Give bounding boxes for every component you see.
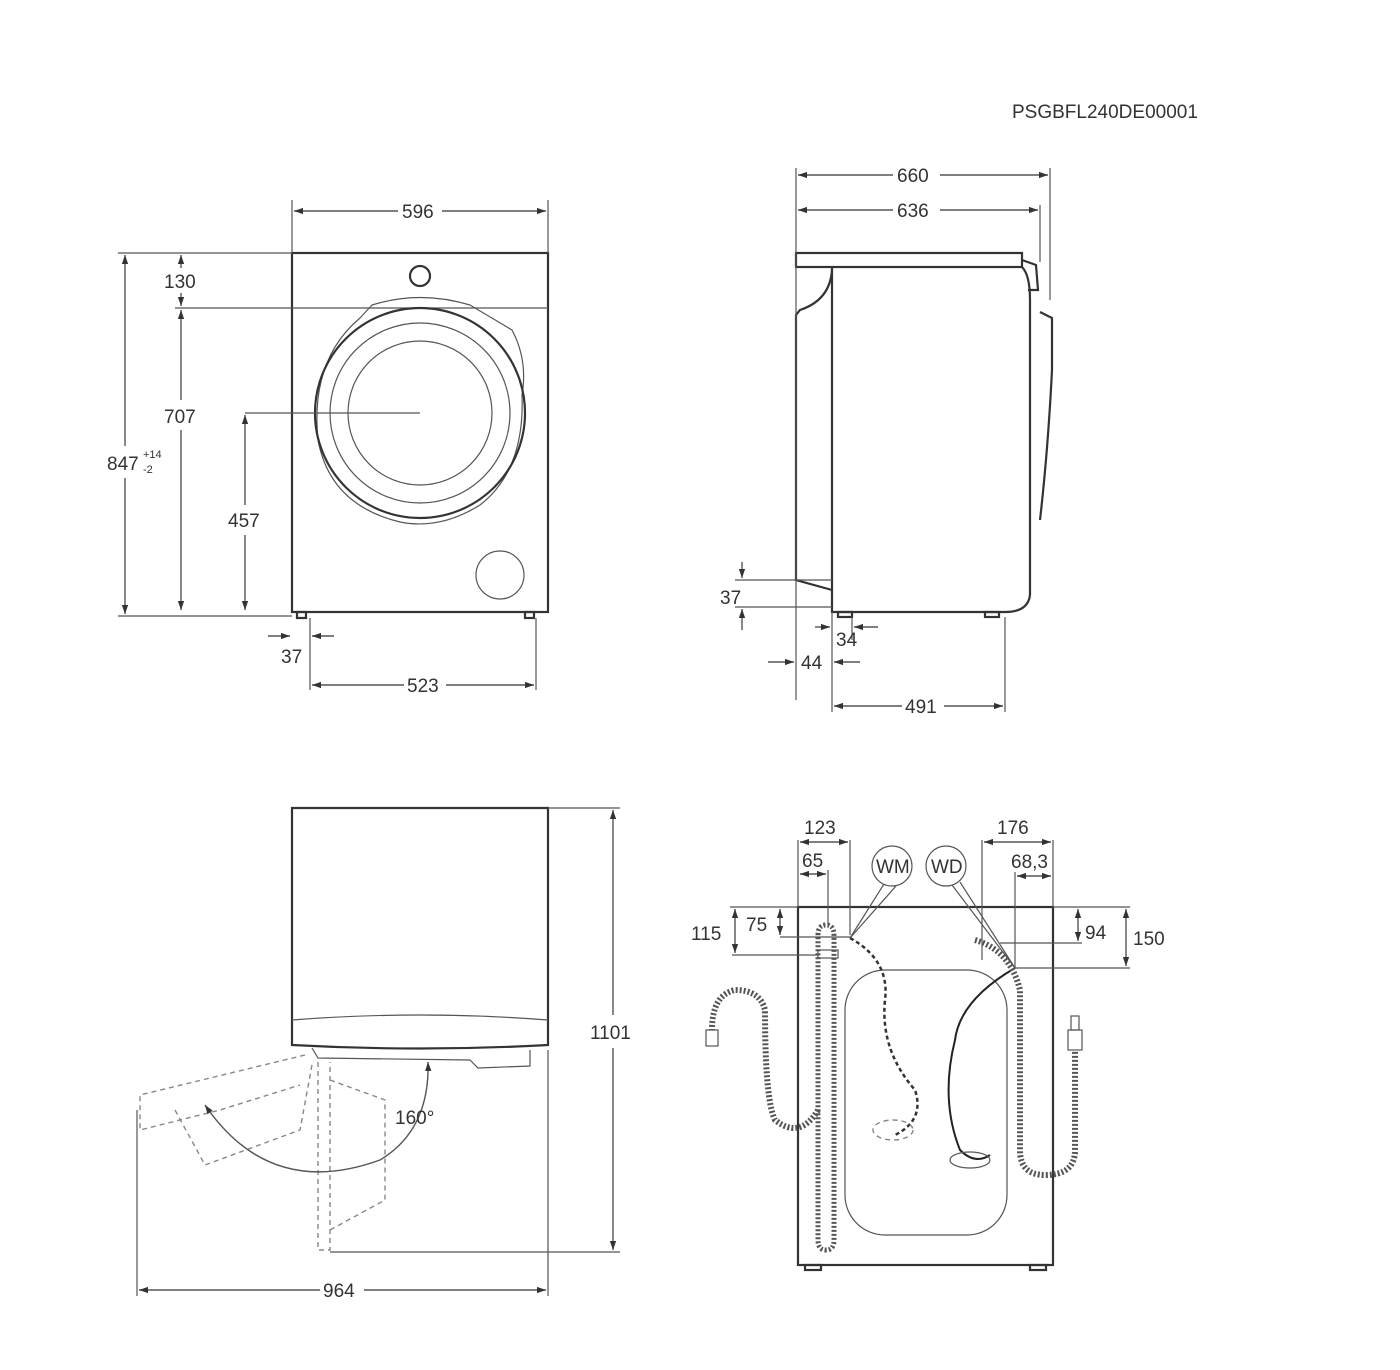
dim-176: 176 <box>997 818 1029 839</box>
door-hinge <box>311 1047 531 1069</box>
foot-left <box>295 610 308 620</box>
top-view: 160° 1101 964 <box>136 806 631 1302</box>
back-view: WM WD 123 65 176 68,3 115 75 94 150 <box>691 818 1165 1272</box>
dim-75: 75 <box>746 915 767 936</box>
back-panel <box>844 969 1008 1236</box>
tolerance-minus: -2 <box>143 464 153 476</box>
tolerance-plus: +14 <box>143 449 162 461</box>
dim-123: 123 <box>804 818 836 839</box>
dim-width-964: 964 <box>323 1281 355 1302</box>
machine-top <box>290 806 550 1050</box>
dim-115: 115 <box>691 924 721 945</box>
wm-callout <box>871 845 913 887</box>
front-view: 596 847 +14 -2 130 707 457 37 523 <box>107 200 550 697</box>
program-knob <box>408 264 432 288</box>
door-side <box>1038 311 1054 521</box>
machine-back <box>796 905 1055 1267</box>
wd-cable <box>947 967 1016 1160</box>
dim-150: 150 <box>1133 929 1165 950</box>
dim-68-3: 68,3 <box>1011 852 1048 873</box>
dim-foot-37: 37 <box>281 647 302 668</box>
wd-label: WD <box>931 857 963 878</box>
worktop <box>794 251 1024 269</box>
dim-94: 94 <box>1085 923 1107 944</box>
drain-hose <box>815 922 837 1253</box>
foot-right <box>523 610 536 620</box>
dim-width-596: 596 <box>402 202 434 223</box>
dim-hose-37: 37 <box>720 588 741 609</box>
product-code: PSGBFL240DE00001 <box>1012 102 1198 123</box>
wm-label: WM <box>876 857 910 878</box>
rear-bulge <box>794 269 834 592</box>
dim-foot-34: 34 <box>836 630 858 651</box>
machine-front-body <box>290 251 550 614</box>
dim-body-707: 707 <box>164 407 196 428</box>
dim-depth-1101: 1101 <box>590 1023 631 1044</box>
machine-side-body <box>830 266 1032 614</box>
wm-cable <box>849 936 919 1137</box>
door-90-position <box>317 1062 331 1251</box>
side-view: 660 636 37 34 44 491 <box>720 166 1054 718</box>
knob-side <box>1021 258 1040 292</box>
wd-callout <box>925 845 967 887</box>
dim-65: 65 <box>802 851 823 872</box>
dim-door-center-457: 457 <box>228 511 260 532</box>
inlet-hose <box>974 937 1078 1179</box>
door-angle-label: 160° <box>395 1108 434 1129</box>
drain-hose-outer <box>709 986 821 1131</box>
dim-rear-44: 44 <box>801 653 823 674</box>
dim-height-847: 847 <box>107 454 139 475</box>
dim-feet-523: 523 <box>407 676 439 697</box>
dim-depth-660: 660 <box>897 166 929 187</box>
dim-feet-491: 491 <box>905 697 937 718</box>
dim-panel-130: 130 <box>164 272 196 293</box>
door-swing-arc <box>204 1061 432 1173</box>
dim-depth-636: 636 <box>897 201 929 222</box>
door-open-position <box>139 1054 306 1131</box>
filter-cover <box>475 550 525 600</box>
